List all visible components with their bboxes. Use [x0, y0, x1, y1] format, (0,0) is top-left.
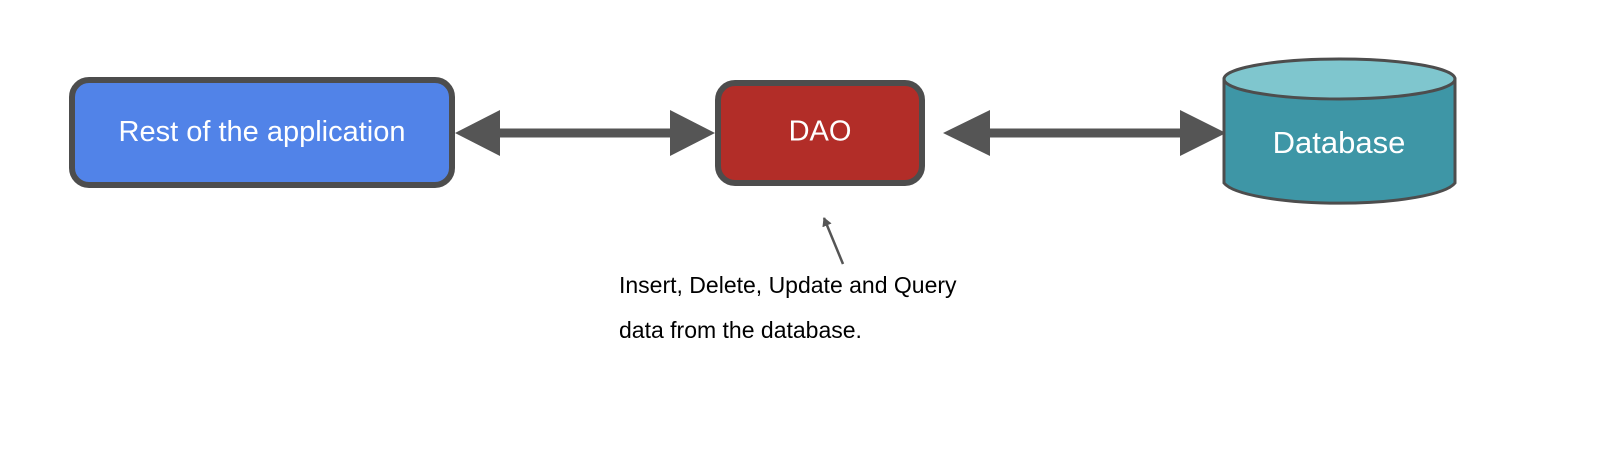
database-cylinder-body[interactable] [1222, 77, 1457, 205]
dao-box[interactable] [715, 80, 925, 186]
node-rest-of-application[interactable]: Rest of the application [69, 77, 455, 188]
connector-caption-pointer [822, 217, 845, 265]
database-label: Database [1273, 125, 1406, 160]
app-dao-arrowhead-right [670, 110, 715, 156]
caption-line-1: Insert, Delete, Update and Query [619, 272, 957, 298]
rest-of-application-box[interactable] [69, 77, 455, 188]
rest-of-application-label: Rest of the application [119, 116, 406, 148]
node-dao[interactable]: DAO [715, 80, 925, 186]
node-database[interactable]: Database [1222, 57, 1457, 205]
dao-label: DAO [789, 116, 852, 148]
dao-database-arrowhead-left [943, 110, 990, 156]
database-cylinder-top [1222, 57, 1457, 101]
caption-pointer-arrow [822, 217, 845, 265]
connector-app-dao [455, 110, 715, 156]
app-dao-arrowhead-left [455, 110, 500, 156]
caption-block: Insert, Delete, Update and Query data fr… [619, 272, 957, 343]
dao-database-arrowhead-right [1180, 110, 1226, 156]
connector-dao-database [943, 110, 1226, 156]
caption-line-2: data from the database. [619, 317, 862, 343]
